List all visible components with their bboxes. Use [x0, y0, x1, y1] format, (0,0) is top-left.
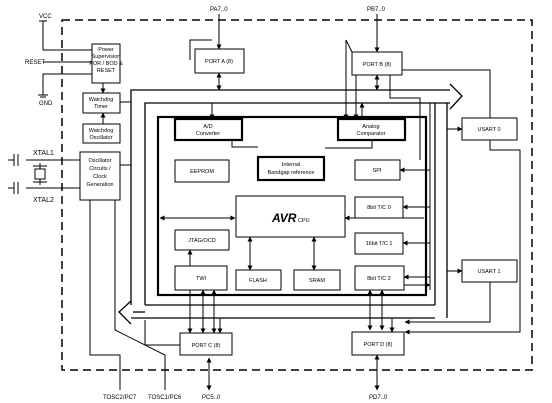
- spi-block: [354, 159, 401, 181]
- flash-label: FLASH: [249, 278, 267, 284]
- analog-comparator-block: [336, 117, 407, 142]
- power-line-2: Supervision: [92, 54, 121, 60]
- eeprom-block: [174, 159, 230, 183]
- vcc-label: VCC: [39, 14, 52, 20]
- timer0-block: [354, 196, 404, 219]
- comparator-line-1: Analog: [362, 124, 379, 130]
- adc-block: [173, 117, 244, 142]
- cpu-block: [235, 195, 346, 238]
- avr-logo-text: AVR: [271, 211, 297, 225]
- spi-label: SPI: [373, 168, 382, 174]
- block-labels: Power Supervision POR / BOD & RESET Watc…: [86, 47, 500, 349]
- watchdog-timer-line-2: Timer: [94, 104, 108, 110]
- oscillator-line-4: Generation: [86, 182, 113, 188]
- port-c-label: PORT C (8): [192, 343, 221, 349]
- pc-pins-label: PC5..0: [202, 395, 221, 401]
- usart0-label: USART 0: [477, 127, 500, 133]
- usart0-block: [461, 117, 518, 141]
- port-a-label: PORT A (8): [205, 59, 233, 65]
- xtal2-label: XTAL2: [33, 197, 54, 204]
- sram-label: SRAM: [309, 278, 325, 284]
- power-line-3: POR / BOD &: [89, 61, 123, 67]
- comparator-line-2: Comparator: [356, 131, 385, 137]
- eeprom-label: EEPROM: [190, 169, 214, 175]
- crystal-symbol: [8, 154, 47, 194]
- port-d-block: [351, 331, 405, 356]
- tosc1-label: TOSC1/PC6: [148, 395, 182, 401]
- timer2-label: 8bit T/C 2: [367, 276, 391, 282]
- gnd-symbol: [38, 94, 48, 98]
- avr-logo: AVR CPU: [271, 211, 310, 225]
- timer0-label: 8bit T/C 0: [367, 205, 391, 211]
- port-d-label: PORT D (8): [364, 342, 393, 348]
- adc-line-2: Converter: [196, 131, 220, 137]
- power-line-4: RESET: [97, 68, 116, 74]
- twi-label: TWI: [196, 276, 207, 282]
- usart1-label: USART 1: [477, 269, 500, 275]
- internal-bus-frame: [156, 115, 428, 297]
- port-b-label: PORT B (8): [363, 62, 392, 68]
- oscillator-line-1: Oscillator: [89, 158, 112, 164]
- xtal1-label: XTAL1: [33, 150, 54, 157]
- bandgap-line-1: Internal: [282, 162, 300, 168]
- flash-block: [235, 269, 282, 291]
- port-a-block: [194, 48, 245, 74]
- oscillator-block: [79, 151, 121, 201]
- chip-boundary: [61, 19, 533, 371]
- watchdog-osc-line-1: Watchdog: [89, 128, 114, 134]
- reset-label: RESET: [25, 60, 45, 66]
- pb-pins-label: PB7..0: [367, 7, 386, 13]
- timer2-block: [354, 265, 405, 291]
- data-bus: [118, 83, 463, 325]
- adc-line-1: A/D: [203, 124, 212, 130]
- bandgap-block: [256, 155, 326, 182]
- sram-block: [293, 269, 341, 291]
- oscillator-line-3: Clock: [93, 174, 107, 180]
- oscillator-line-2: Circuits /: [89, 166, 111, 172]
- pd-pins-label: PD7..0: [369, 395, 388, 401]
- jtag-block: [174, 229, 230, 251]
- pa-pins-label: PA7..0: [210, 7, 228, 13]
- jtag-label: JTAG/OCD: [188, 238, 215, 244]
- power-supervision-block: [91, 43, 121, 84]
- usart1-block: [461, 259, 518, 283]
- watchdog-timer-line-1: Watchdog: [89, 97, 114, 103]
- timer1-block: [354, 232, 404, 255]
- bandgap-line-2: Bandgap reference: [268, 170, 315, 176]
- timer1-label: 16bit T/C 1: [366, 241, 393, 247]
- tosc2-label: TOSC2/PC7: [103, 395, 137, 401]
- port-c-block: [179, 332, 233, 356]
- watchdog-timer-block: [82, 92, 121, 114]
- watchdog-osc-line-2: Oscillator: [90, 135, 113, 141]
- port-b-block: [351, 51, 403, 76]
- cpu-label: CPU: [298, 218, 310, 224]
- pin-labels: VCC RESET GND XTAL1 XTAL2 PA7..0 PB7..0 …: [25, 7, 388, 401]
- gnd-label: GND: [39, 101, 53, 107]
- watchdog-oscillator-block: [82, 123, 121, 144]
- power-line-1: Power: [98, 47, 114, 53]
- twi-block: [174, 265, 228, 291]
